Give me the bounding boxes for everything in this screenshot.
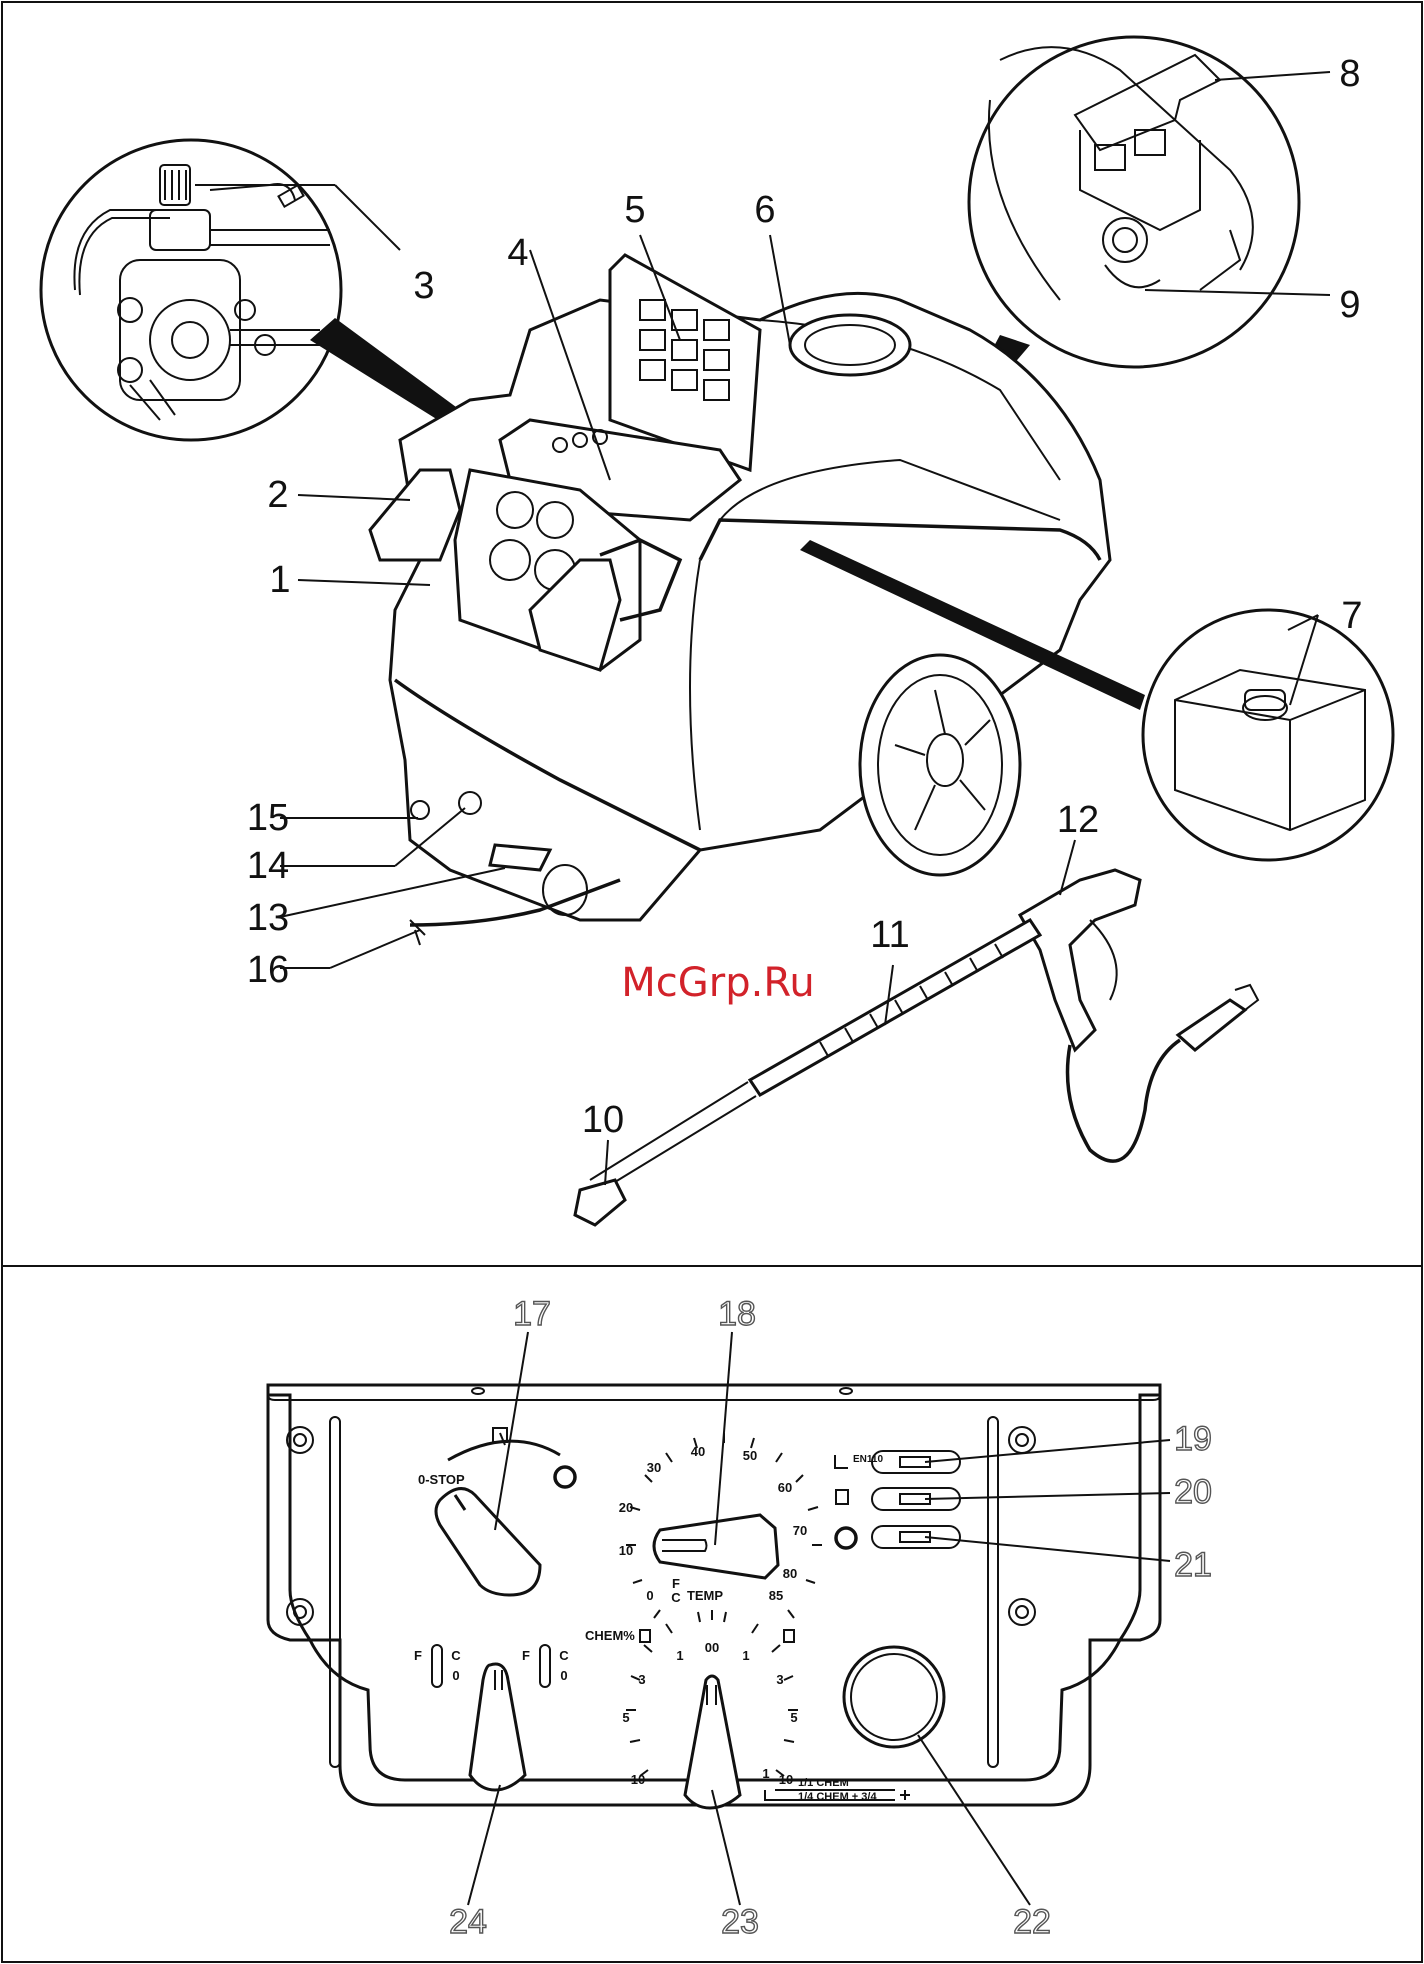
- chem-tick-right-10: 10: [779, 1772, 793, 1787]
- spray-gun: [1020, 870, 1140, 1050]
- chem-tick-right-3: 3: [776, 1672, 783, 1687]
- label-8: 8: [1339, 53, 1360, 95]
- label-3: 3: [413, 265, 434, 307]
- main-switch-knob[interactable]: [436, 1489, 540, 1595]
- bottom-leader-lines: [468, 1332, 1170, 1905]
- left-handle: [370, 470, 460, 560]
- temp-tick-85: 85: [769, 1588, 783, 1603]
- panel-button[interactable]: [844, 1647, 944, 1747]
- chem-tick-right-5: 5: [790, 1710, 797, 1725]
- control-panel: 0-STOP 0 10: [268, 1385, 1160, 1808]
- label-6: 6: [754, 189, 775, 231]
- temp-tick-0: 0: [646, 1588, 653, 1603]
- wheel: [860, 655, 1020, 875]
- label-11: 11: [870, 914, 909, 956]
- label-18: 18: [718, 1295, 756, 1333]
- thermo-right-f: F: [522, 1648, 530, 1663]
- label-9: 9: [1339, 284, 1360, 326]
- label-24: 24: [449, 1903, 487, 1941]
- label-2: 2: [267, 474, 288, 516]
- temp-tick-80: 80: [783, 1566, 797, 1581]
- label-15: 15: [247, 797, 289, 839]
- watermark: McGrp.Ru: [621, 960, 814, 1006]
- label-14: 14: [247, 845, 289, 887]
- label-22: 22: [1013, 1903, 1051, 1941]
- label-23: 23: [721, 1903, 759, 1941]
- thermo-right-0: 0: [560, 1668, 567, 1683]
- label-19: 19: [1174, 1420, 1212, 1458]
- label-13: 13: [247, 897, 289, 939]
- chemical-knob[interactable]: [685, 1676, 740, 1808]
- chem-note-1: 1/1 CHEM: [798, 1777, 849, 1789]
- temp-tick-50: 50: [743, 1448, 757, 1463]
- thermo-right-c: C: [559, 1648, 569, 1663]
- label-17: 17: [513, 1295, 551, 1333]
- temp-tick-20: 20: [619, 1500, 633, 1515]
- label-4: 4: [507, 232, 528, 274]
- label-12: 12: [1057, 799, 1099, 841]
- thermo-left-0: 0: [452, 1668, 459, 1683]
- temp-label: TEMP: [687, 1588, 723, 1603]
- label-10: 10: [582, 1099, 624, 1141]
- chem-label: CHEM%: [585, 1628, 635, 1643]
- temp-tick-70: 70: [793, 1523, 807, 1538]
- label-20: 20: [1174, 1473, 1212, 1511]
- pressure-washer-illustration: [41, 37, 1393, 1225]
- temp-tick-60: 60: [778, 1480, 792, 1495]
- thermo-left-c: C: [451, 1648, 461, 1663]
- chem-tick-right-1: 1: [742, 1648, 749, 1663]
- label-5: 5: [624, 189, 645, 231]
- temp-unit-f: F: [672, 1576, 680, 1591]
- chem-tick-left-3: 3: [638, 1672, 645, 1687]
- chem-right-prefix: 1: [762, 1766, 769, 1781]
- label-16: 16: [247, 949, 289, 991]
- temp-tick-30: 30: [647, 1460, 661, 1475]
- lamp-19-code: EN110: [853, 1454, 883, 1465]
- thermo-left-f: F: [414, 1648, 422, 1663]
- temp-unit-c: C: [671, 1590, 681, 1605]
- chem-tick-top-00: 00: [705, 1640, 719, 1655]
- label-21: 21: [1174, 1546, 1212, 1584]
- label-1: 1: [269, 559, 290, 601]
- label-7: 7: [1341, 595, 1362, 637]
- thermostat-knob[interactable]: [470, 1664, 525, 1790]
- temp-tick-10: 10: [619, 1543, 633, 1558]
- switch-stop-label: 0-STOP: [418, 1472, 465, 1487]
- chem-tick-left-10: 10: [631, 1772, 645, 1787]
- chem-tick-left-5: 5: [622, 1710, 629, 1725]
- temp-tick-40: 40: [691, 1444, 705, 1459]
- chem-tick-left-1: 1: [676, 1648, 683, 1663]
- chem-note-2: 1/4 CHEM + 3/4: [798, 1791, 877, 1803]
